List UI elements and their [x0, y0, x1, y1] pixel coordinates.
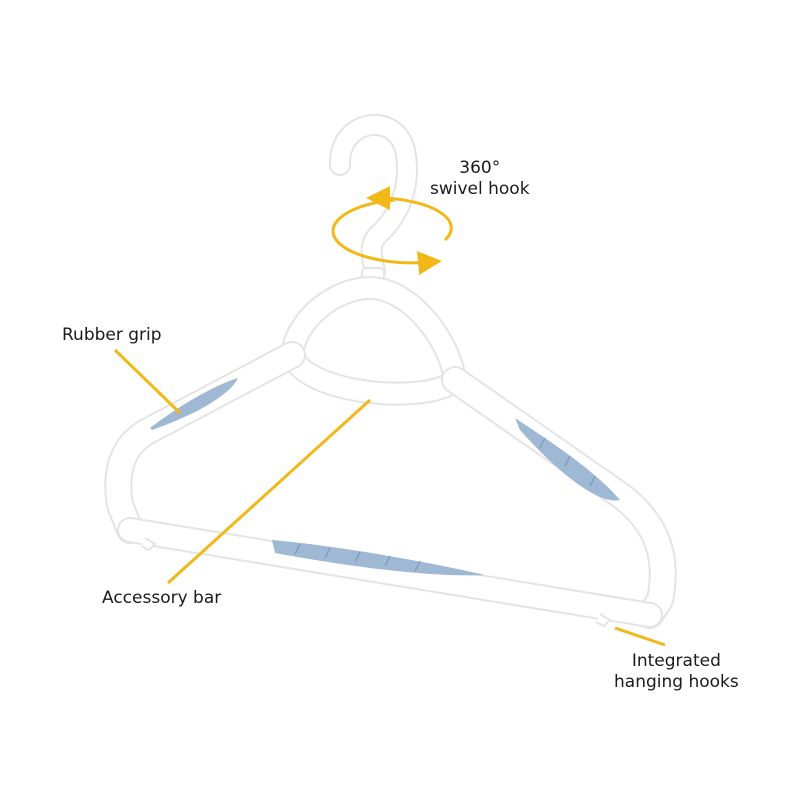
swivel-hook-label: 360° swivel hook	[430, 158, 530, 199]
rubber-grip-callout-line	[113, 348, 182, 415]
hanger-body	[104, 276, 677, 629]
callout-lines	[113, 348, 666, 647]
accessory-bar-label: Accessory bar	[102, 588, 222, 608]
swivel-rotation-arrow	[331, 186, 453, 276]
hanging-hooks-callout-line	[614, 626, 666, 647]
rubber-grip-label: Rubber grip	[62, 325, 162, 345]
hanging-hooks-label: Integrated hanging hooks	[614, 651, 739, 692]
accessory-bar-callout-line	[166, 398, 372, 585]
rubber-grips	[150, 378, 620, 576]
